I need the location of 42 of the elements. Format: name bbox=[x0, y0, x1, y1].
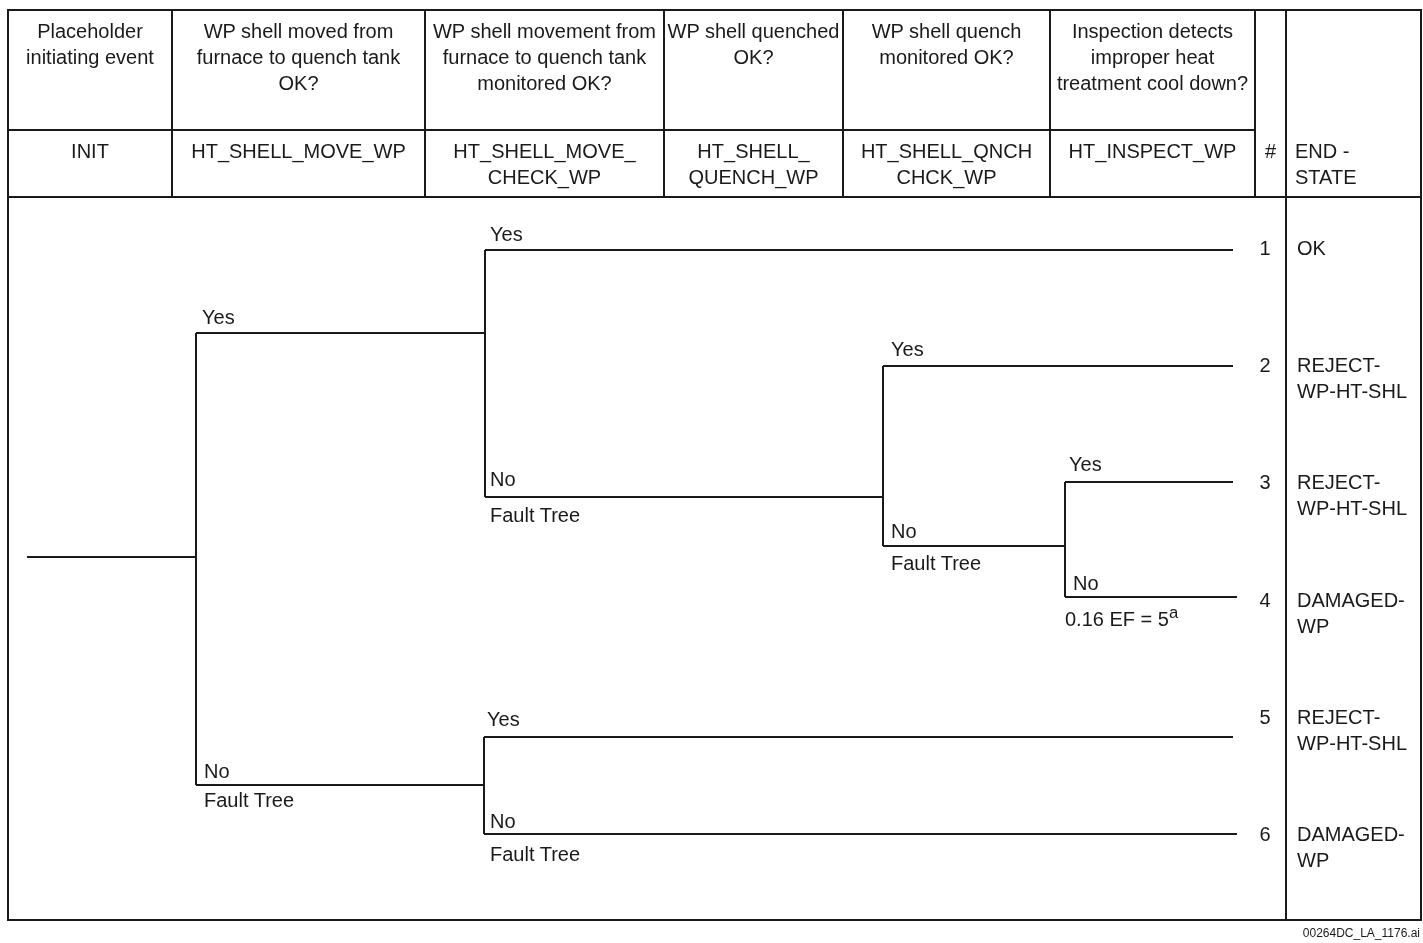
branch-label: No bbox=[891, 519, 917, 544]
file-name: 00264DC_LA_1176.ai bbox=[1301, 926, 1420, 940]
branch-label: Fault Tree bbox=[490, 842, 581, 867]
column-header: WP shell movement from furnace to quench tank monitored OK? bbox=[432, 19, 657, 96]
branch-label: No bbox=[1073, 571, 1099, 596]
column-header: WP shell quenched OK? bbox=[666, 19, 841, 70]
branch-label: Fault Tree bbox=[490, 503, 581, 528]
branch-label: No bbox=[204, 759, 230, 784]
sequence-number: 6 bbox=[1258, 822, 1272, 847]
sequence-number: 5 bbox=[1258, 705, 1272, 730]
end-state-label: DAMAGED- WP bbox=[1297, 588, 1406, 639]
end-state-label: DAMAGED- WP bbox=[1297, 822, 1406, 873]
sequence-number: 3 bbox=[1258, 470, 1272, 495]
sequence-number: 1 bbox=[1258, 236, 1272, 261]
branch-label: Fault Tree bbox=[891, 551, 982, 576]
branch-label: Yes bbox=[1069, 452, 1102, 477]
column-header: WP shell moved from furnace to quench tank OK? bbox=[195, 19, 402, 96]
branch-label: Fault Tree bbox=[204, 788, 295, 813]
sequence-number: 4 bbox=[1258, 588, 1272, 613]
branch-label: Yes bbox=[202, 305, 235, 330]
end-state-label: OK bbox=[1297, 236, 1327, 261]
event-code: HT_SHELL_MOVE_WP bbox=[190, 139, 407, 164]
branch-label: Yes bbox=[891, 337, 924, 362]
event-code: INIT bbox=[70, 139, 110, 164]
sequence-number: 2 bbox=[1258, 353, 1272, 378]
event-code: END - STATE bbox=[1295, 139, 1358, 190]
end-state-label: REJECT- WP-HT-SHL bbox=[1297, 470, 1408, 521]
column-header: WP shell quench monitored OK? bbox=[870, 19, 1023, 70]
branch-label: Yes bbox=[487, 707, 520, 732]
event-code: HT_SHELL_MOVE_ CHECK_WP bbox=[452, 139, 637, 190]
column-header: Inspection detects improper heat treatment cool down? bbox=[1055, 19, 1250, 96]
branch-label: Yes bbox=[490, 222, 523, 247]
event-code: HT_INSPECT_WP bbox=[1067, 139, 1238, 164]
end-state-label: REJECT- WP-HT-SHL bbox=[1297, 705, 1408, 756]
end-state-label: REJECT- WP-HT-SHL bbox=[1297, 353, 1408, 404]
branch-label: No bbox=[490, 809, 516, 834]
event-code: HT_SHELL_ QUENCH_WP bbox=[687, 139, 820, 190]
branch-label: No bbox=[490, 467, 516, 492]
event-code: # bbox=[1263, 139, 1278, 164]
event-code: HT_SHELL_QNCH CHCK_WP bbox=[859, 139, 1034, 190]
probability-label: 0.16 EF = 5$^{a}$ bbox=[1065, 602, 1179, 632]
column-header: Placeholder initiating event bbox=[25, 19, 155, 70]
